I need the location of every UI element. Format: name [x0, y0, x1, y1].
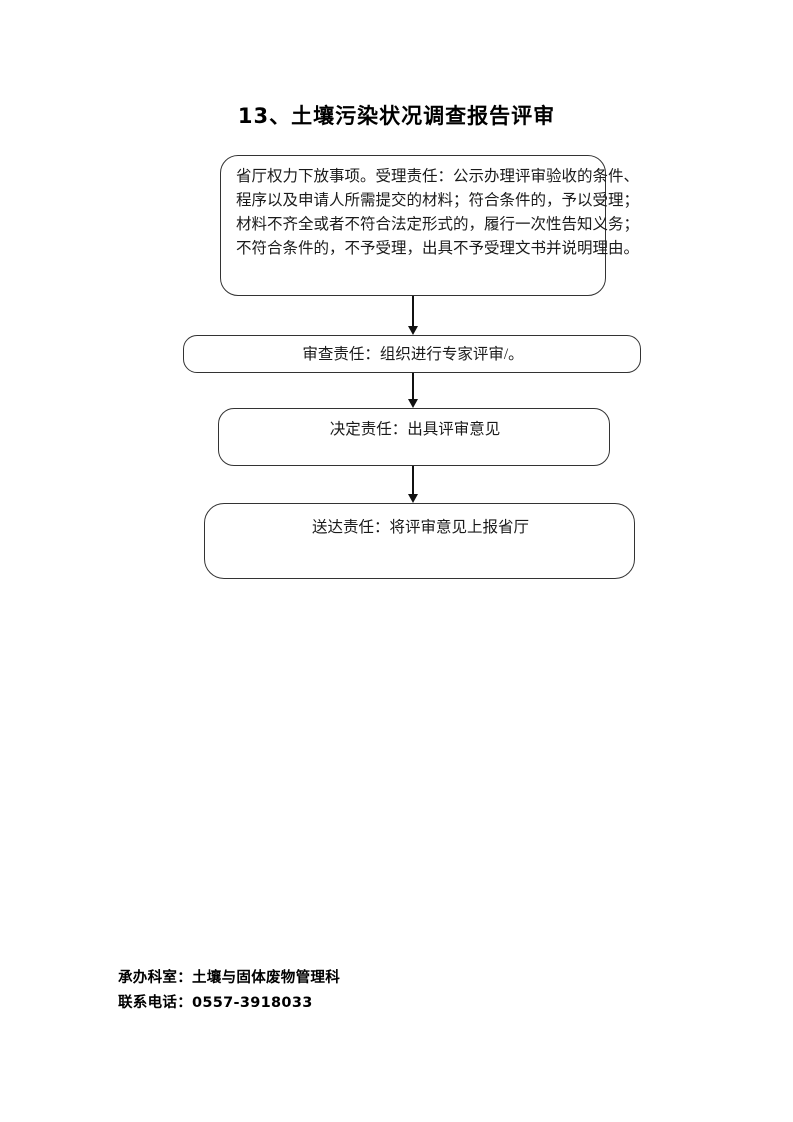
arrow-shaft-icon	[412, 373, 414, 399]
connector-arrow-decision-to-delivery	[406, 466, 420, 503]
page-title: 13、土壤污染状况调查报告评审	[237, 104, 556, 128]
arrow-shaft-icon	[412, 466, 414, 494]
footer-phone-line: 联系电话：0557-3918033	[118, 995, 313, 1011]
flow-node-intake-line-2: 程序以及申请人所需提交的材料；符合条件的，予以受理；	[236, 192, 640, 209]
flow-node-decision: 决定责任：出具评审意见	[218, 408, 610, 466]
flow-node-intake-line-1: 省厅权力下放事项。受理责任：公示办理评审验收的条件、	[236, 168, 640, 185]
connector-arrow-review-to-decision	[406, 373, 420, 408]
flow-node-decision-text: 决定责任：出具评审意见	[329, 421, 501, 438]
arrow-head-icon	[408, 326, 418, 335]
connector-arrow-intake-to-review	[406, 296, 420, 335]
footer-contact-block: 承办科室：土壤与固体废物管理科 联系电话：0557-3918033	[118, 966, 340, 1016]
flow-node-intake: 省厅权力下放事项。受理责任：公示办理评审验收的条件、 程序以及申请人所需提交的材…	[220, 155, 640, 296]
flow-node-review-text: 审查责任：组织进行专家评审/。	[302, 346, 524, 363]
flow-node-review: 审查责任：组织进行专家评审/。	[183, 335, 641, 373]
arrow-shaft-icon	[412, 296, 414, 326]
flow-node-intake-line-3: 材料不齐全或者不符合法定形式的，履行一次性告知义务；	[236, 216, 640, 233]
flow-node-intake-line-4: 不符合条件的，不予受理，出具不予受理文书并说明理由。	[236, 240, 640, 257]
arrow-head-icon	[408, 399, 418, 408]
flow-node-delivery: 送达责任：将评审意见上报省厅	[204, 503, 635, 579]
flow-node-delivery-text: 送达责任：将评审意见上报省厅	[311, 519, 529, 536]
arrow-head-icon	[408, 494, 418, 503]
flow-node-intake-text: 省厅权力下放事项。受理责任：公示办理评审验收的条件、 程序以及申请人所需提交的材…	[236, 165, 640, 261]
footer-department-line: 承办科室：土壤与固体废物管理科	[118, 970, 340, 986]
